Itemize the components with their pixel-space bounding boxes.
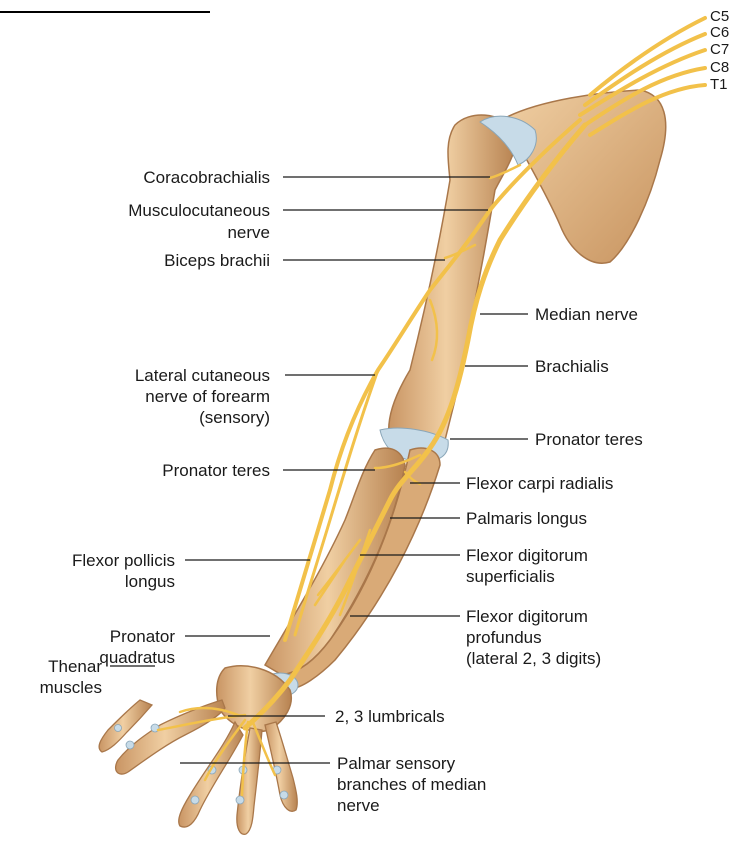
label-lateral-line3: (sensory) (199, 408, 270, 427)
label-fdp-line2: profundus (466, 628, 542, 647)
label-lumbricals: 2, 3 lumbricals (335, 707, 445, 726)
label-thenar-line1: Thenar (48, 657, 102, 676)
label-palmaris: Palmaris longus (466, 509, 587, 528)
label-pronator-teres-left: Pronator teres (162, 461, 270, 480)
label-lateral-line2: nerve of forearm (145, 387, 270, 406)
label-pronator-teres-right: Pronator teres (535, 430, 643, 449)
label-fpl-line1: Flexor pollicis (72, 551, 175, 570)
label-musculocutaneous-line1: Musculocutaneous (128, 201, 270, 220)
root-label-c7: C7 (710, 41, 729, 58)
label-palmar-line3: nerve (337, 796, 380, 815)
humerus (389, 115, 516, 442)
scapula (505, 90, 666, 263)
label-biceps: Biceps brachii (164, 251, 270, 270)
left-labels: Coracobrachialis Musculocutaneous nerve … (40, 168, 270, 697)
root-label-c6: C6 (710, 24, 729, 41)
label-fpl-line2: longus (125, 572, 175, 591)
root-label-c5: C5 (710, 8, 729, 25)
label-fdp-line1: Flexor digitorum (466, 607, 588, 626)
root-label-c8: C8 (710, 59, 729, 76)
root-label-t1: T1 (710, 76, 728, 93)
root-labels: C5 C6 C7 C8 T1 (710, 8, 729, 93)
label-pq-line1: Pronator (110, 627, 176, 646)
middle-finger-bone (237, 728, 262, 834)
label-palmar-line2: branches of median (337, 775, 486, 794)
label-fdp-line3: (lateral 2, 3 digits) (466, 649, 601, 668)
label-thenar-line2: muscles (40, 678, 102, 697)
label-brachialis: Brachialis (535, 357, 609, 376)
label-lateral-line1: Lateral cutaneous (135, 366, 270, 385)
label-fds-line1: Flexor digitorum (466, 546, 588, 565)
label-flexor-carpi: Flexor carpi radialis (466, 474, 613, 493)
label-coracobrachialis: Coracobrachialis (143, 168, 270, 187)
label-median-nerve: Median nerve (535, 305, 638, 324)
label-fds-line2: superficialis (466, 567, 555, 586)
label-musculocutaneous-line2: nerve (227, 223, 270, 242)
label-pq-line2: quadratus (99, 648, 175, 667)
label-palmar-line1: Palmar sensory (337, 754, 456, 773)
